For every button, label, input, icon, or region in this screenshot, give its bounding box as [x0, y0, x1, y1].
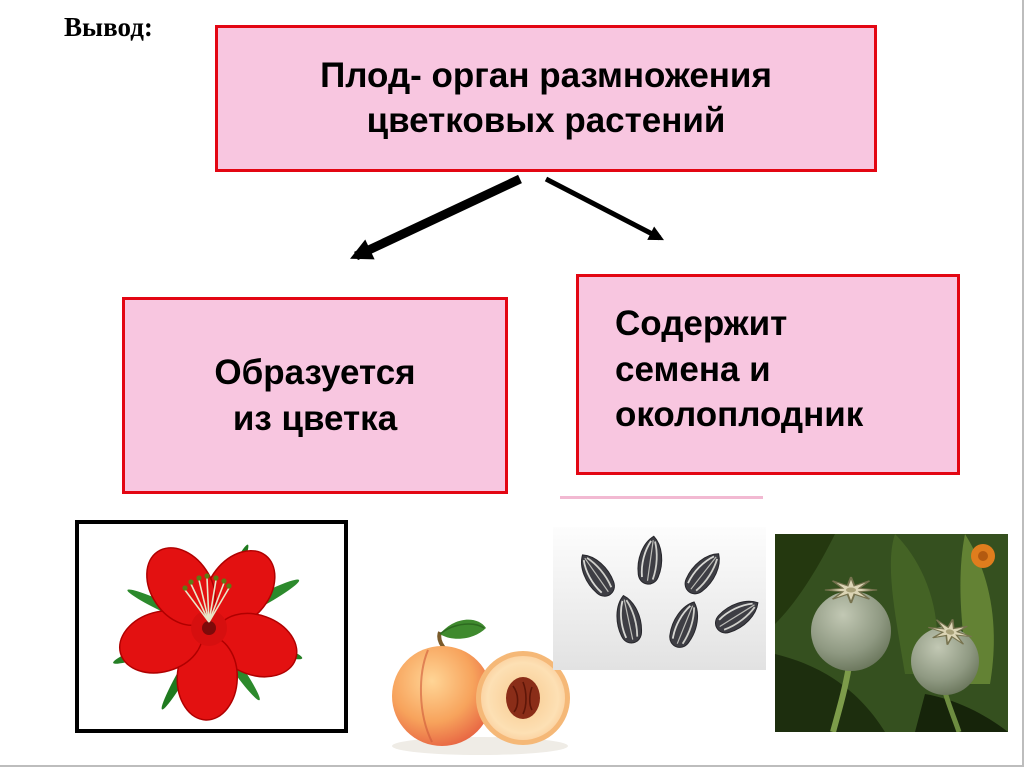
left-box: Образуется из цветка [122, 297, 508, 494]
red-flower-illustration [113, 544, 303, 721]
right-box: Содержит семена и околоплодник [576, 274, 960, 475]
pink-divider [560, 496, 763, 499]
title-box: Плод- орган размножения цветковых растен… [215, 25, 877, 172]
poppy-pods-photo [775, 534, 1008, 732]
right-box-line-2: семена и [615, 349, 771, 389]
arrow-to-right-box [544, 176, 664, 241]
arrow-to-left-box [350, 174, 522, 261]
peach-illustration [392, 619, 570, 755]
poppy-pods-illustration [775, 534, 1008, 732]
right-box-line-1: Содержит [615, 304, 788, 343]
peach-photo [380, 594, 576, 760]
title-line-2: цветковых растений [366, 100, 726, 140]
red-flower-photo [75, 520, 348, 733]
left-box-line-2: из цветка [232, 398, 398, 438]
sunflower-seeds-illustration [553, 527, 766, 670]
right-box-line-3: околоплодник [615, 395, 864, 434]
title-line-1: Плод- орган размножения [320, 55, 772, 95]
sunflower-seeds-photo [553, 527, 766, 670]
left-box-line-1: Образуется [214, 353, 416, 392]
conclusion-label: Вывод: [64, 12, 153, 42]
